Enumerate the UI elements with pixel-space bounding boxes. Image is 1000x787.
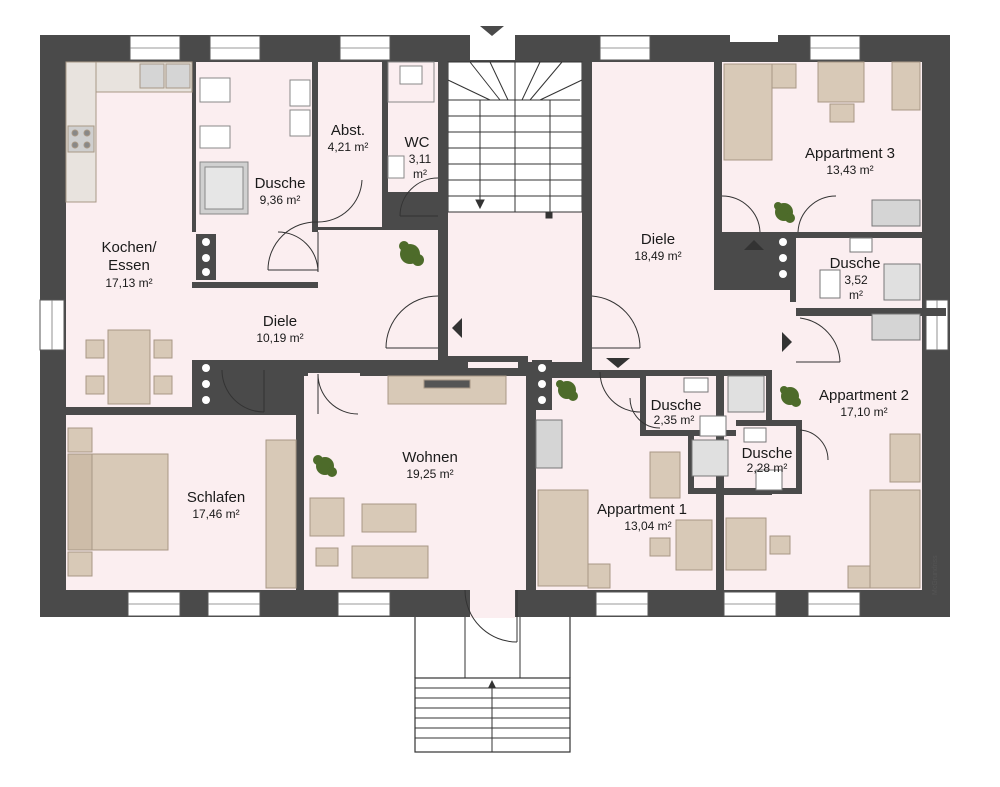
- dusche-a2-area: 2,28 m²: [747, 461, 788, 475]
- interior-staircase: [447, 61, 583, 219]
- dusche-a1-area: 2,35 m²: [654, 413, 695, 427]
- kochen-name-line2: Essen: [108, 257, 150, 274]
- kochen-name-line1: Kochen/: [101, 239, 157, 256]
- wohnen-area: 19,25 m²: [406, 467, 453, 481]
- dining-table: [85, 329, 173, 405]
- interior-walls: [66, 62, 946, 590]
- room-labels: Kochen/ Essen 17,13 m² Dusche 9,36 m² Ab…: [101, 122, 909, 533]
- diele-left-name: Diele: [263, 313, 297, 330]
- schlafen-area: 17,46 m²: [192, 507, 239, 521]
- plants: [313, 202, 801, 477]
- entry-arrow-icon: [480, 26, 504, 36]
- dusche-a1-name: Dusche: [651, 397, 702, 414]
- dusche-a2-name: Dusche: [742, 445, 793, 462]
- appartment1-area: 13,04 m²: [624, 519, 671, 533]
- diele-right-area: 18,49 m²: [634, 249, 681, 263]
- abst-name: Abst.: [331, 122, 365, 139]
- schlafen-name: Schlafen: [187, 489, 245, 506]
- dusche-a3-name: Dusche: [830, 255, 881, 272]
- dusche-a3-area-line1: 3,52: [844, 273, 868, 287]
- appartment2-name: Appartment 2: [819, 387, 909, 404]
- doors: [221, 177, 841, 643]
- kitchenettes: [535, 199, 921, 491]
- appartment3-name: Appartment 3: [805, 145, 895, 162]
- diele-right-name: Diele: [641, 231, 675, 248]
- wohnen-name: Wohnen: [402, 449, 458, 466]
- bathroom-fixtures: [199, 61, 435, 215]
- kitchen-counter: [65, 61, 193, 203]
- dusche-main-name: Dusche: [255, 175, 306, 192]
- appartment1-name: Appartment 1: [597, 501, 687, 518]
- appartment3-area: 13,43 m²: [826, 163, 873, 177]
- direction-arrows: [452, 240, 792, 368]
- credit-text: McGrundriss: [932, 555, 939, 595]
- kochen-area: 17,13 m²: [105, 276, 152, 290]
- heater-dots: [202, 238, 787, 404]
- abst-area: 4,21 m²: [328, 140, 369, 154]
- diele-left-area: 10,19 m²: [256, 331, 303, 345]
- dusche-main-area: 9,36 m²: [260, 193, 301, 207]
- wc-area-line2: m²: [413, 167, 427, 181]
- appartment2-area: 17,10 m²: [840, 405, 887, 419]
- dusche-a3-area-line2: m²: [849, 288, 863, 302]
- furniture: [67, 61, 921, 589]
- wc-area-line1: 3,11: [409, 152, 432, 166]
- wc-name: WC: [405, 134, 430, 151]
- entrance-stairs: [414, 615, 571, 753]
